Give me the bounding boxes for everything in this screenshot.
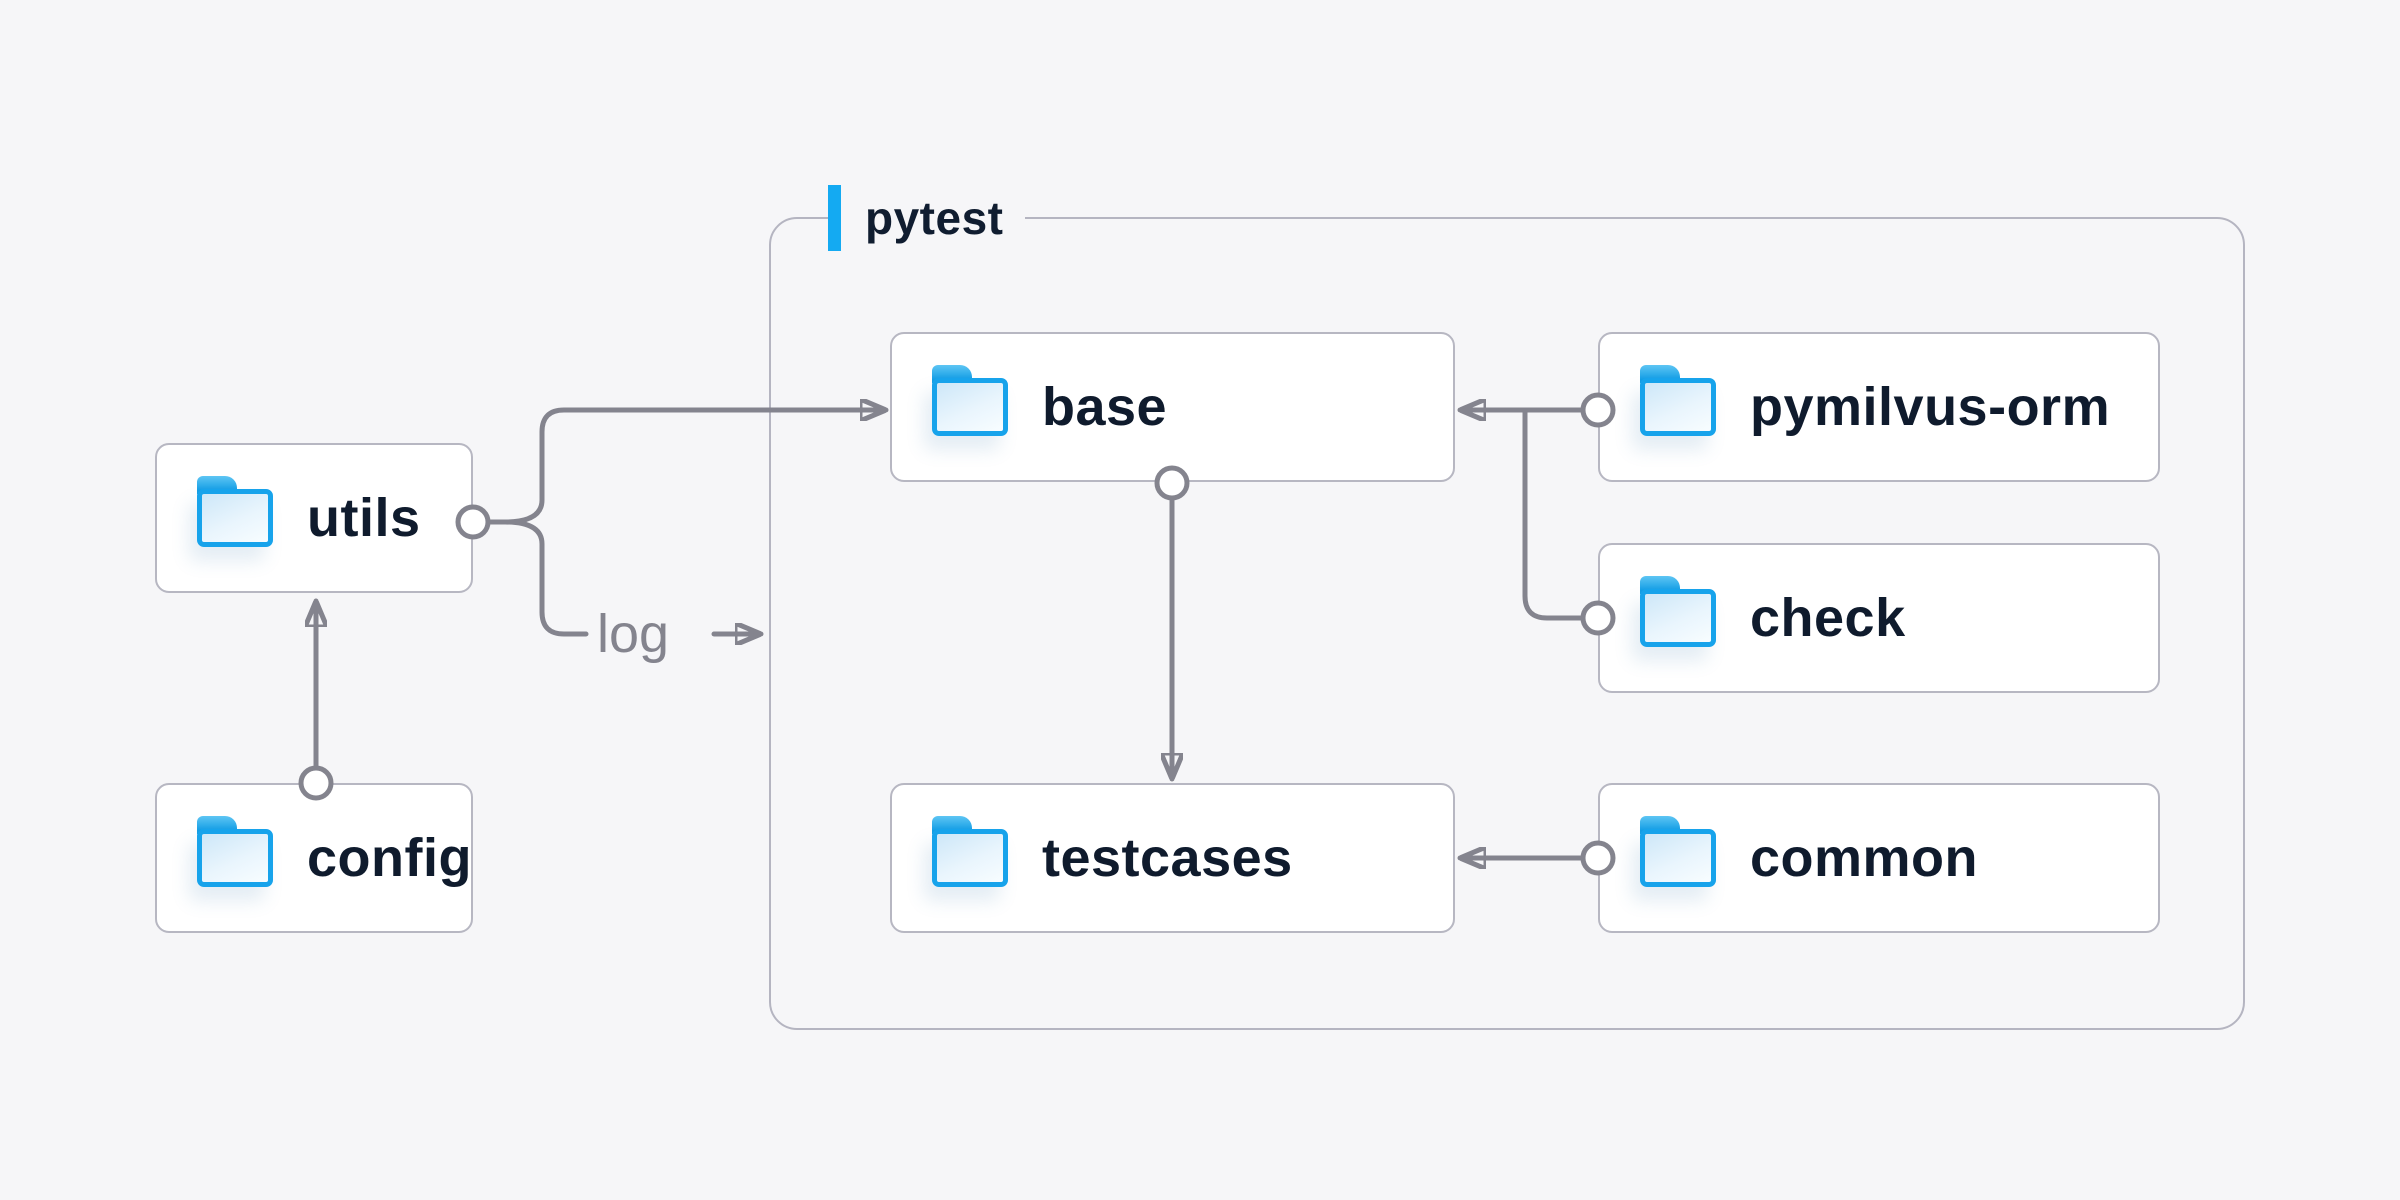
node-pymilvus-orm[interactable]: pymilvus-orm <box>1598 332 2160 482</box>
folder-icon <box>197 816 273 887</box>
edge-utils-log-branch <box>486 519 589 637</box>
node-check-label: check <box>1750 588 1906 648</box>
folder-icon <box>1640 365 1716 436</box>
folder-icon <box>197 476 273 547</box>
pytest-group-label: pytest <box>828 185 1026 251</box>
accent-bar <box>828 185 841 251</box>
folder-icon <box>1640 576 1716 647</box>
folder-icon <box>932 365 1008 436</box>
node-check[interactable]: check <box>1598 543 2160 693</box>
node-utils[interactable]: utils <box>155 443 473 593</box>
node-testcases-label: testcases <box>1042 828 1293 888</box>
node-testcases[interactable]: testcases <box>890 783 1455 933</box>
node-config[interactable]: config <box>155 783 473 933</box>
node-pymilvus-orm-label: pymilvus-orm <box>1750 377 2111 437</box>
node-utils-label: utils <box>307 488 421 548</box>
node-base[interactable]: base <box>890 332 1455 482</box>
folder-icon <box>1640 816 1716 887</box>
folder-icon <box>932 816 1008 887</box>
pytest-group: pytest <box>769 185 2245 1030</box>
node-base-label: base <box>1042 377 1168 437</box>
node-common[interactable]: common <box>1598 783 2160 933</box>
edge-label-log: log <box>597 604 670 664</box>
pytest-group-label-text: pytest <box>865 192 1004 244</box>
node-common-label: common <box>1750 828 1979 888</box>
node-config-label: config <box>307 828 472 888</box>
